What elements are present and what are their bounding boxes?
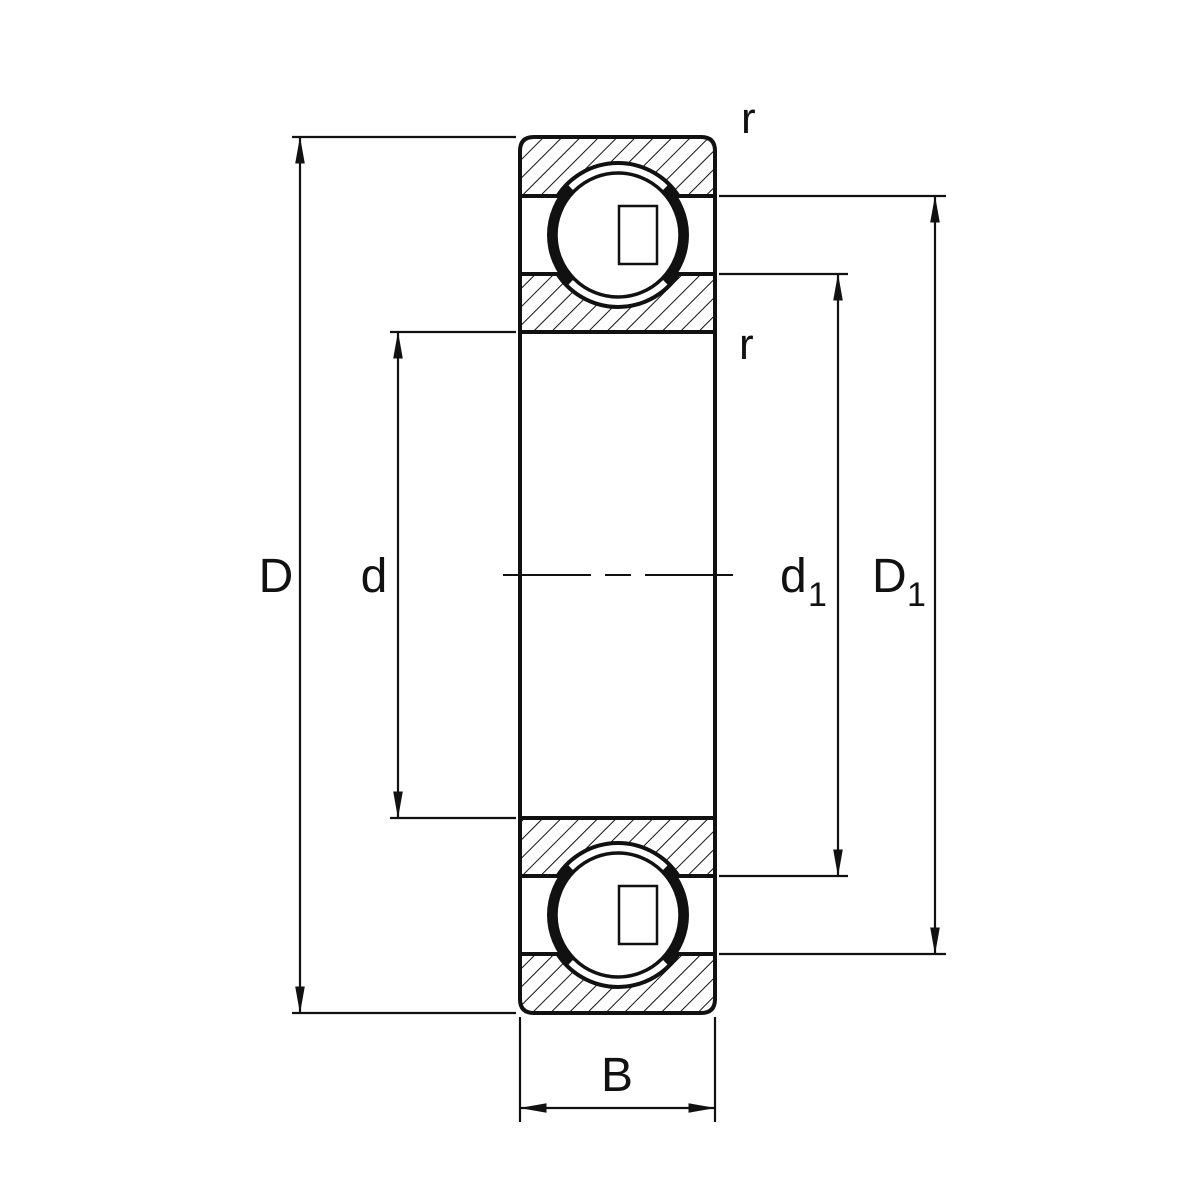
label-outer-shoulder-D1-base: D: [872, 550, 907, 603]
raceway-crescent-bottom-right: [661, 864, 689, 966]
raceway-crescent-top-right: [661, 184, 689, 286]
label-chamfer-r-inner: r: [739, 320, 754, 369]
dimension-B: [518, 1017, 717, 1122]
raceway-crescent-top-left: [547, 184, 575, 286]
label-inner-shoulder-d1-base: d: [780, 550, 807, 603]
label-width-B: B: [601, 1049, 633, 1102]
cage-section-top: [617, 204, 659, 266]
dimension-D1: [719, 194, 946, 956]
label-outer-diameter-D: D: [259, 550, 294, 603]
inner-ring-bottom-section: [518, 816, 717, 878]
outer-ring-bottom-section: [518, 952, 717, 1015]
dimension-labels: D d d 1 D 1 B r r: [259, 94, 926, 1102]
label-outer-shoulder-D1-subscript: 1: [907, 576, 926, 614]
bearing-section: [503, 135, 735, 1015]
label-bore-diameter-d: d: [361, 550, 388, 603]
dimension-d: [390, 330, 516, 820]
raceway-crescent-bottom-left: [547, 864, 575, 966]
label-inner-shoulder-d1-subscript: 1: [808, 576, 827, 614]
dimension-d1: [719, 272, 848, 878]
inner-ring-top-section: [518, 272, 717, 334]
dimension-D: [292, 135, 516, 1015]
cage-section-bottom: [617, 884, 659, 946]
label-chamfer-r-outer: r: [741, 94, 756, 143]
dimension-lines: [292, 135, 946, 1122]
outer-ring-top-section: [518, 135, 717, 198]
